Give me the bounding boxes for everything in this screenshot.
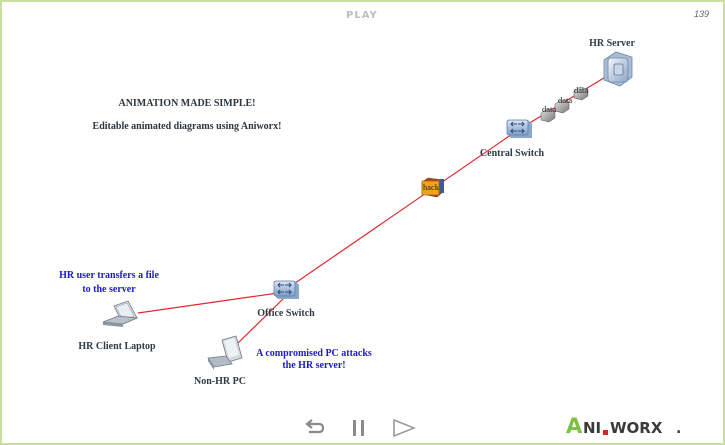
link-pc-office bbox=[236, 297, 285, 345]
play-icon bbox=[393, 418, 417, 438]
rewind-button[interactable] bbox=[304, 418, 326, 443]
hr-client-laptop-label: HR Client Laptop bbox=[78, 341, 156, 352]
play-button[interactable] bbox=[392, 418, 417, 443]
central-switch-label: Central Switch bbox=[479, 148, 545, 159]
rewind-icon bbox=[305, 419, 325, 434]
hack-packet-icon bbox=[421, 177, 444, 198]
aniworx-logo: A NI WORX . bbox=[566, 413, 706, 438]
compromised-annotation-line1: A compromised PC attacks bbox=[256, 348, 372, 359]
hr-user-annotation-line1: HR user transfers a file bbox=[59, 270, 159, 281]
data-packet-icon bbox=[540, 86, 589, 123]
data-packet-label: data bbox=[574, 85, 588, 95]
link-central-server bbox=[517, 69, 618, 131]
switch-icon bbox=[506, 119, 532, 138]
logo-suffix: . bbox=[676, 421, 681, 437]
hr-user-annotation-line2: to the server bbox=[82, 284, 136, 295]
link-laptop-office bbox=[137, 291, 286, 314]
hack-packet-label: hack bbox=[423, 182, 440, 192]
hr-user-annotation: HR user transfers a file to the server bbox=[59, 269, 159, 297]
desktop-pc-icon bbox=[207, 335, 243, 370]
intro-title: ANIMATION MADE SIMPLE! bbox=[118, 98, 256, 109]
office-switch-label: Office Switch bbox=[257, 308, 315, 319]
server-icon bbox=[603, 51, 633, 87]
link-office-central bbox=[284, 129, 519, 291]
logo-letters-ni: NI bbox=[583, 419, 601, 437]
hr-server-label: HR Server bbox=[589, 38, 635, 49]
pause-button[interactable] bbox=[350, 418, 368, 443]
compromised-annotation: A compromised PC attacks the HR server! bbox=[256, 348, 372, 372]
logo-letters-worx: WORX bbox=[610, 419, 663, 437]
logo-letter-a: A bbox=[566, 414, 583, 437]
aniworx-logo-mark: A NI WORX . bbox=[566, 414, 681, 438]
intro-subtitle: Editable animated diagrams using Aniworx… bbox=[92, 121, 282, 132]
non-hr-pc-label: Non-HR PC bbox=[194, 376, 246, 387]
data-packet-label: data bbox=[558, 95, 572, 105]
data-packet-label: data bbox=[542, 104, 556, 114]
compromised-annotation-line2: the HR server! bbox=[282, 360, 346, 371]
pause-icon bbox=[353, 420, 364, 436]
laptop-icon bbox=[102, 300, 139, 327]
page-number: 139 bbox=[693, 9, 709, 19]
play-indicator: PLAY bbox=[346, 10, 378, 21]
switch-icon bbox=[273, 280, 299, 299]
